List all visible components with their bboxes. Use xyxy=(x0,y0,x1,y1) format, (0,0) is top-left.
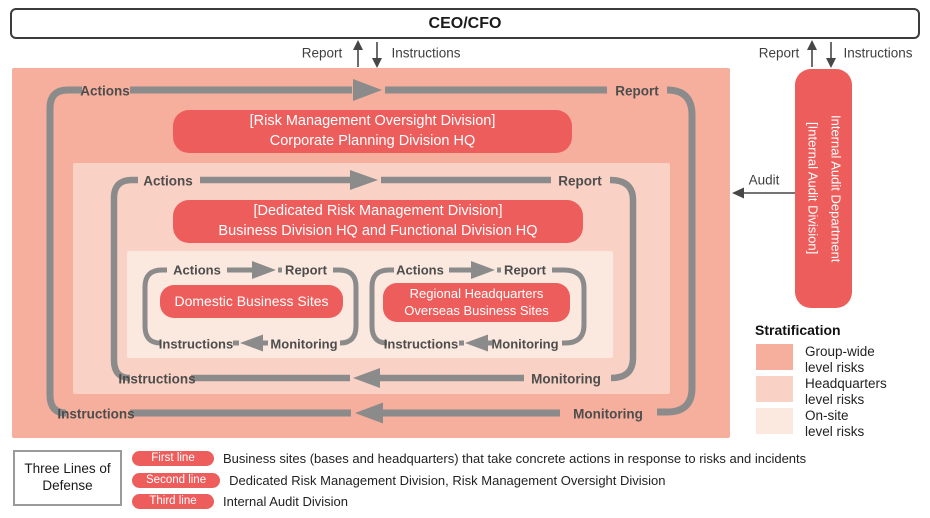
domestic-instructions-label: Instructions xyxy=(158,336,234,352)
first-line-badge: First line xyxy=(132,451,214,466)
first-line-row: First line Business sites (bases and hea… xyxy=(132,450,806,467)
group-wide-label: Group-wide level risks xyxy=(805,344,875,375)
three-lines-of-defense-box: Three Lines of Defense xyxy=(13,450,122,506)
on-site-swatch xyxy=(756,408,793,434)
internal-audit-department-box: [Internal Audit Division] Internal Audit… xyxy=(795,69,852,308)
dedicated-line2: Business Division HQ and Functional Divi… xyxy=(218,222,538,239)
outer-report-label: Report xyxy=(615,83,659,99)
second-line-badge: Second line xyxy=(132,473,221,488)
audit-arrow xyxy=(732,187,795,199)
outer-monitoring-label: Monitoring xyxy=(573,406,643,422)
domestic-report-label: Report xyxy=(285,262,327,278)
domestic-actions-label: Actions xyxy=(173,262,221,278)
outer-actions-label: Actions xyxy=(80,83,130,99)
report-to-ceo-left-label: Report xyxy=(301,45,343,61)
domestic-line1: Domestic Business Sites xyxy=(174,293,329,310)
stratification-title: Stratification xyxy=(755,322,841,338)
dedicated-line1: [Dedicated Risk Management Division] xyxy=(253,203,503,220)
dedicated-risk-management-division-box: [Dedicated Risk Management Division] Bus… xyxy=(173,200,583,243)
third-line-desc: Internal Audit Division xyxy=(223,494,349,509)
report-to-ceo-right-label: Report xyxy=(758,45,800,61)
regional-monitoring-label: Monitoring xyxy=(491,336,559,352)
regional-overseas-sites-box: Regional Headquarters Overseas Business … xyxy=(383,283,570,322)
instructions-from-ceo-right-label: Instructions xyxy=(843,45,913,61)
regional-actions-label: Actions xyxy=(396,262,444,278)
second-line-row: Second line Dedicated Risk Management Di… xyxy=(132,472,666,489)
domestic-business-sites-box: Domestic Business Sites xyxy=(160,285,343,318)
hq-report-label: Report xyxy=(558,173,602,189)
second-line-desc: Dedicated Risk Management Division, Risk… xyxy=(229,473,666,488)
risk-management-oversight-division-box: [Risk Management Oversight Division] Cor… xyxy=(173,110,572,153)
hq-actions-label: Actions xyxy=(143,173,193,189)
ceo-arrows-right xyxy=(807,40,836,68)
ceo-cfo-label: CEO/CFO xyxy=(428,14,502,32)
hq-monitoring-label: Monitoring xyxy=(531,371,601,387)
headquarters-label: Headquarters level risks xyxy=(805,376,887,407)
audit-label: Audit xyxy=(748,172,780,188)
hq-instructions-label: Instructions xyxy=(118,371,196,387)
third-line-badge: Third line xyxy=(132,494,214,509)
group-wide-swatch xyxy=(756,344,793,370)
on-site-label: On-site level risks xyxy=(805,408,865,439)
regional-report-label: Report xyxy=(504,262,546,278)
oversight-line2: Corporate Planning Division HQ xyxy=(269,132,476,149)
regional-instructions-label: Instructions xyxy=(383,336,459,352)
third-line-row: Third line Internal Audit Division xyxy=(132,493,348,510)
legend-item-group-wide: Group-wide level risks xyxy=(756,344,875,376)
instructions-from-ceo-left-label: Instructions xyxy=(391,45,461,61)
regional-line2: Overseas Business Sites xyxy=(404,302,549,318)
regional-line1: Regional Headquarters xyxy=(409,286,544,302)
internal-audit-line2: Internal Audit Department xyxy=(828,114,844,263)
legend-item-on-site: On-site level risks xyxy=(756,408,864,440)
ceo-cfo-box: CEO/CFO xyxy=(10,8,920,39)
oversight-line1: [Risk Management Oversight Division] xyxy=(249,113,496,130)
internal-audit-line1: [Internal Audit Division] xyxy=(805,122,821,255)
domestic-monitoring-label: Monitoring xyxy=(270,336,338,352)
tld-title-line2: Defense xyxy=(42,478,93,493)
tld-title-line1: Three Lines of xyxy=(24,461,111,477)
outer-instructions-label: Instructions xyxy=(57,406,135,422)
headquarters-swatch xyxy=(756,376,793,402)
ceo-arrows-left xyxy=(353,40,382,68)
legend-item-headquarters: Headquarters level risks xyxy=(756,376,887,408)
first-line-desc: Business sites (bases and headquarters) … xyxy=(223,451,807,466)
